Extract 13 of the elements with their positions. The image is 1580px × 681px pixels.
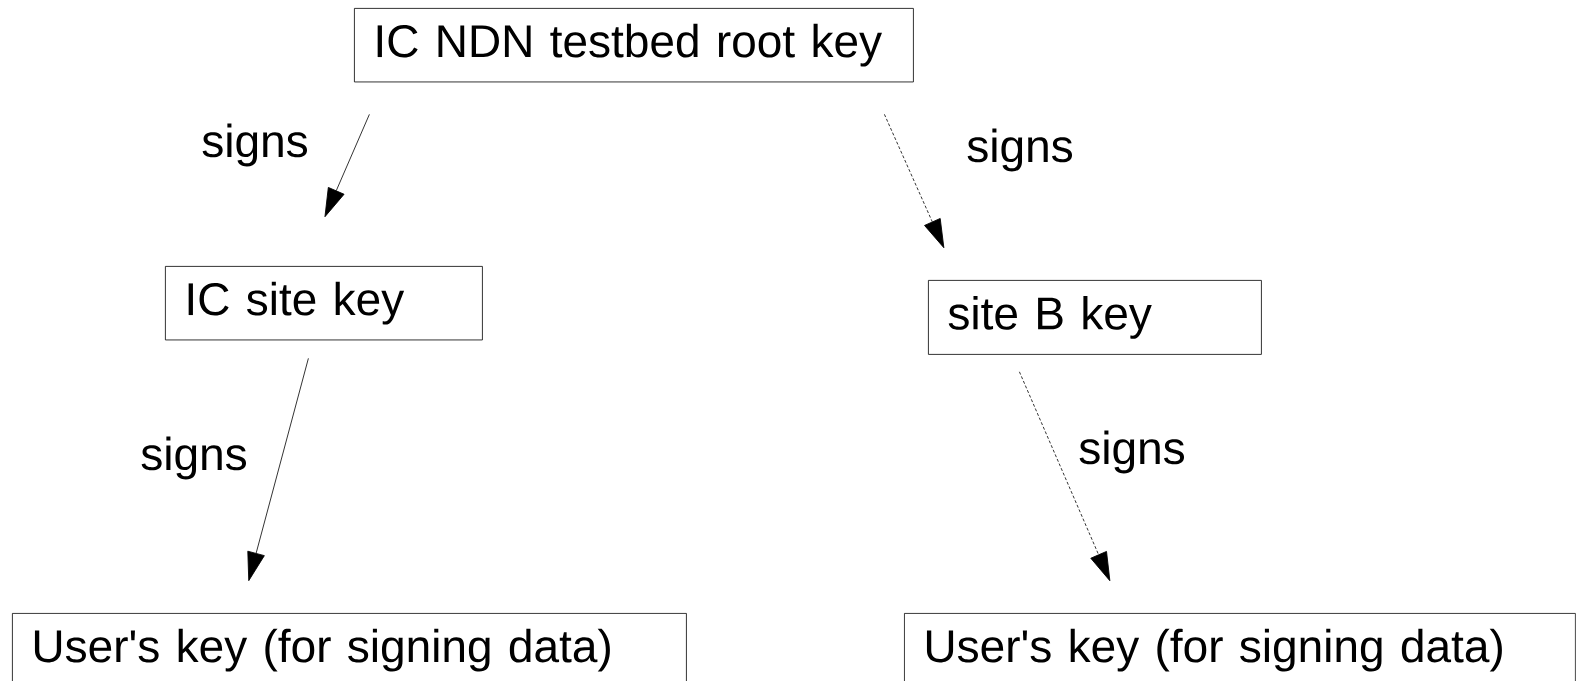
- arrow: [1019, 371, 1111, 582]
- edge-label: signs: [1079, 430, 1185, 474]
- arrow: [884, 113, 945, 249]
- key-box: IC site key: [165, 266, 483, 341]
- edge-label: signs: [202, 123, 307, 167]
- arrow: [247, 357, 309, 582]
- key-box: IC NDN testbed root key: [354, 8, 914, 83]
- edge-label: signs: [141, 436, 246, 480]
- edge-label: signs: [967, 128, 1073, 172]
- key-box: site B key: [928, 280, 1262, 355]
- arrow: [324, 113, 370, 218]
- key-box: User's key (for signing data): [12, 613, 687, 681]
- key-box: User's key (for signing data): [904, 613, 1576, 681]
